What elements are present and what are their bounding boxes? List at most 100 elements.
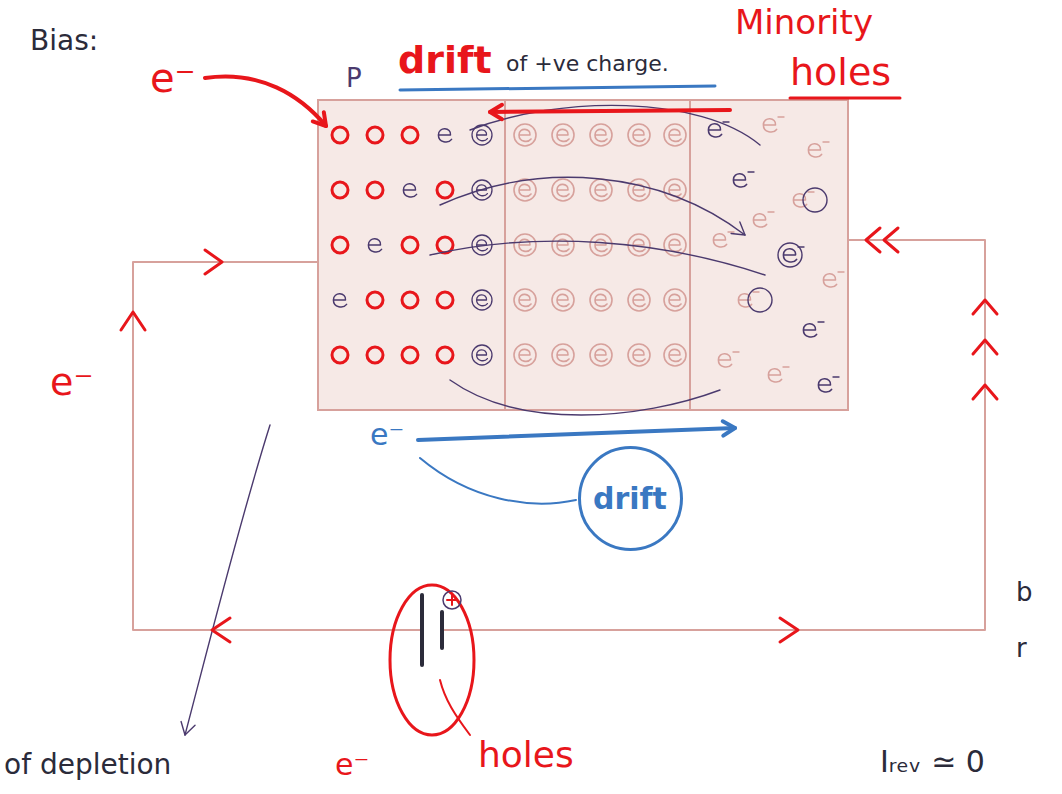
current-equation: Iᵣₑᵥ ≃ 0 [880, 745, 985, 778]
underline [400, 86, 715, 90]
ion-circle [552, 344, 574, 366]
ion-circle [552, 289, 574, 311]
current-chevron [205, 250, 222, 274]
note-text: of depletion [4, 750, 171, 781]
arrow-head [490, 105, 502, 119]
hole-symbol [402, 347, 418, 363]
electron-glyph [763, 119, 776, 132]
ion-circle [628, 344, 650, 366]
electron-glyph [557, 294, 569, 306]
battery-plate [440, 612, 444, 648]
current-chevron [780, 618, 798, 642]
hole-symbol [367, 347, 383, 363]
junction-boundary [504, 100, 506, 410]
electron-circle [778, 243, 802, 267]
battery-plate [420, 595, 424, 665]
electron-glyph [595, 349, 607, 361]
minus-mark [808, 191, 814, 192]
ion-circle [628, 179, 650, 201]
electron-glyph [595, 294, 607, 306]
carrier-label: e⁻ [50, 362, 93, 404]
ion-circle [664, 124, 686, 146]
hole-symbol [367, 182, 383, 198]
electron-glyph [368, 239, 381, 252]
electron-glyph [823, 274, 836, 287]
ion-circle [552, 124, 574, 146]
current-chevron [973, 300, 997, 314]
minus-mark [733, 351, 739, 352]
electron-glyph [557, 129, 569, 141]
electron-glyph [595, 129, 607, 141]
ion-circle [514, 179, 536, 201]
carrier-label: e⁻ [335, 748, 369, 781]
minus-mark [753, 291, 759, 292]
minus-mark [723, 121, 729, 122]
current-chevron [973, 385, 997, 399]
electron-path [440, 177, 745, 235]
terminal-circle [443, 591, 461, 609]
ion-circle [552, 179, 574, 201]
ion-circle [590, 124, 612, 146]
electron-glyph [477, 350, 488, 361]
carrier-label: e⁻ [370, 418, 404, 451]
node-text: drift [593, 482, 667, 515]
pointer-arc [205, 76, 326, 126]
current-chevron [121, 312, 145, 330]
hole-symbol [332, 127, 348, 143]
minus-mark [838, 271, 844, 272]
minus-mark [768, 211, 774, 212]
electron-circle [472, 345, 492, 365]
hole-symbol [367, 292, 383, 308]
semiconductor-block [318, 100, 848, 410]
electron-circle [748, 288, 772, 312]
electron-glyph [818, 379, 831, 392]
highlight-ellipse [390, 585, 474, 735]
hole-symbol [437, 182, 453, 198]
minus-mark [818, 321, 824, 322]
electron-circle [472, 290, 492, 310]
carrier-label: holes [790, 52, 891, 94]
minus-mark [783, 366, 789, 367]
ion-circle [664, 289, 686, 311]
electron-glyph [477, 130, 488, 141]
current-chevron [866, 228, 898, 252]
electron-glyph [595, 184, 607, 196]
hole-symbol [367, 127, 383, 143]
arrow-head [723, 421, 735, 435]
hole-symbol [332, 347, 348, 363]
electron-glyph [633, 294, 645, 306]
note-text: r [1016, 634, 1027, 663]
electron-glyph [519, 129, 531, 141]
ion-circle [628, 289, 650, 311]
current-chevron [212, 618, 230, 642]
hole-symbol [332, 182, 348, 198]
carrier-label: holes [478, 735, 574, 775]
note-text: Minority [735, 4, 873, 41]
plus-symbol [447, 595, 457, 605]
leader-line [420, 458, 576, 504]
hole-symbol [332, 237, 348, 253]
electron-glyph [557, 184, 569, 196]
electron-glyph [633, 129, 645, 141]
arrow-head [181, 722, 195, 735]
electron-glyph [403, 184, 416, 197]
electron-glyph [783, 249, 796, 262]
section-heading: Bias: [30, 26, 98, 57]
minus-mark [823, 141, 829, 142]
electron-glyph [669, 239, 681, 251]
ion-circle [514, 289, 536, 311]
electron-glyph [333, 294, 346, 307]
electron-glyph [519, 184, 531, 196]
ion-circle [590, 344, 612, 366]
note-text: b [1016, 578, 1033, 607]
electron-glyph [438, 129, 451, 142]
heading-word: drift [398, 40, 492, 82]
electron-glyph [557, 349, 569, 361]
electron-glyph [718, 354, 731, 367]
arrow-head [731, 222, 745, 235]
electron-glyph [633, 349, 645, 361]
electron-glyph [669, 129, 681, 141]
heading-text: of +ve charge. [506, 52, 669, 76]
circuit-wire [133, 262, 420, 630]
